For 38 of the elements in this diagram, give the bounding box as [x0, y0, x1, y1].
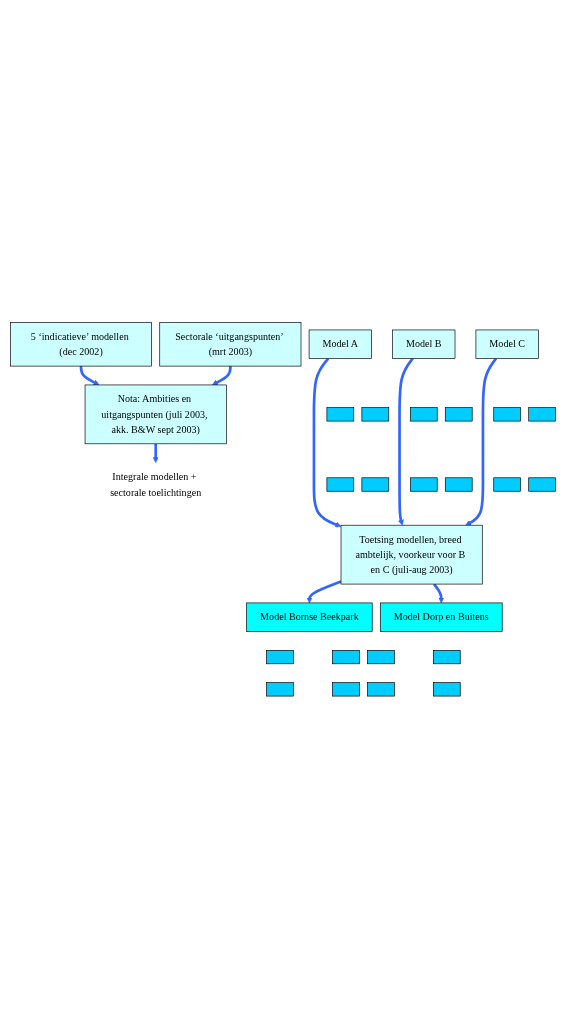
arrow [79, 365, 100, 385]
node-box: Sectorale ‘uitgangspunten’ (mrt 2003) [159, 321, 302, 367]
node-box [361, 477, 390, 492]
node-box: Model Bornse Beekpark [246, 602, 373, 632]
node-box [409, 477, 438, 492]
arrow [306, 580, 342, 603]
arrow [465, 357, 498, 526]
node-box [367, 682, 395, 697]
node-box [266, 649, 294, 664]
arrow [152, 443, 159, 463]
node-box [433, 649, 461, 664]
node-box [266, 682, 294, 697]
node-box: Nota: Ambities en uitgangspunten (juli 2003, akk. B&W sept 2003) [84, 384, 227, 444]
node-box [444, 407, 473, 422]
node-box [433, 682, 461, 697]
node-box [326, 407, 355, 422]
arrow [433, 583, 445, 603]
node-box [493, 477, 521, 492]
node-box [367, 649, 395, 664]
node-text: Integrale modellen + sectorale toelichtingen [110, 471, 202, 498]
node-box: Model B [392, 329, 456, 359]
node-box [493, 407, 521, 422]
node-box [361, 407, 390, 422]
node-box: Toetsing modellen, breed ambtelijk, voorkeur voor B en C (juli-aug 2003) [340, 524, 483, 585]
node-box [332, 649, 360, 664]
node-box: Model Dorp en Buitens [379, 602, 503, 632]
node-box: 5 ‘indicatieve’ modellen (dec 2002) [10, 321, 152, 367]
arrow [398, 357, 414, 526]
arrow [212, 365, 232, 385]
node-box [528, 407, 556, 422]
arrow [312, 357, 342, 528]
node-box: Model C [475, 329, 539, 359]
node-box: Model A [308, 329, 372, 359]
node-box [409, 407, 438, 422]
node-box [444, 477, 473, 492]
node-box [528, 477, 556, 492]
node-box [332, 682, 360, 697]
node-box [326, 477, 355, 492]
